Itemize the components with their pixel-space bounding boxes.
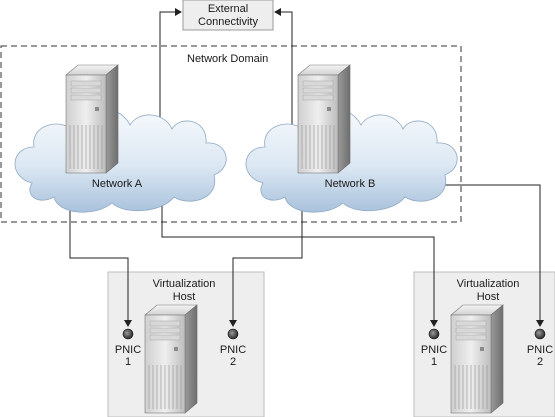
network-a-server-icon	[65, 64, 119, 174]
host1-pnic1-port-icon	[122, 328, 134, 340]
host1-pnic1-label-line2: 1	[125, 356, 131, 368]
network-b-server-icon	[297, 64, 351, 174]
host1-pnic1-label-line1: PNIC	[115, 344, 141, 356]
host2-pnic2-label-line1: PNIC	[527, 344, 553, 356]
external-connectivity-label-line1: External	[208, 3, 248, 15]
host1-title-line2: Host	[173, 291, 196, 303]
uplink-network-a	[159, 8, 182, 125]
host2-pnic1-port-icon	[428, 328, 440, 340]
network-a-cloud	[14, 108, 227, 213]
host1-pnic2-label-line2: 2	[230, 356, 236, 368]
host1-pnic2-label-line1: PNIC	[220, 344, 246, 356]
host2-pnic2-label-line2: 2	[537, 356, 543, 368]
network-domain-label: Network Domain	[187, 53, 268, 65]
host1-pnic2-port-icon	[227, 328, 239, 340]
network-a-label: Network A	[92, 178, 143, 190]
link-network-b-host2-pnic2	[432, 184, 544, 327]
network-b-cloud	[245, 108, 458, 213]
network-domain-boundary	[0, 45, 462, 223]
link-network-b-host1-pnic2	[229, 200, 303, 327]
host2-pnic1-label-line1: PNIC	[421, 344, 447, 356]
host1-title-line1: Virtualization	[153, 278, 216, 290]
host2-title-line1: Virtualization	[457, 278, 520, 290]
link-network-a-host2-pnic1	[161, 200, 438, 327]
link-network-a-host1-pnic1	[69, 200, 132, 327]
host2-pnic1-label-line2: 1	[431, 356, 437, 368]
external-connectivity-label-line2: Connectivity	[198, 16, 258, 28]
host2-pnic2-port-icon	[534, 328, 546, 340]
host2-server-icon	[450, 304, 504, 414]
uplink-network-b	[274, 8, 293, 125]
network-b-label: Network B	[325, 178, 376, 190]
external-connectivity-box	[182, 0, 274, 31]
host2-title-line2: Host	[477, 291, 500, 303]
host1-server-icon	[144, 304, 198, 414]
